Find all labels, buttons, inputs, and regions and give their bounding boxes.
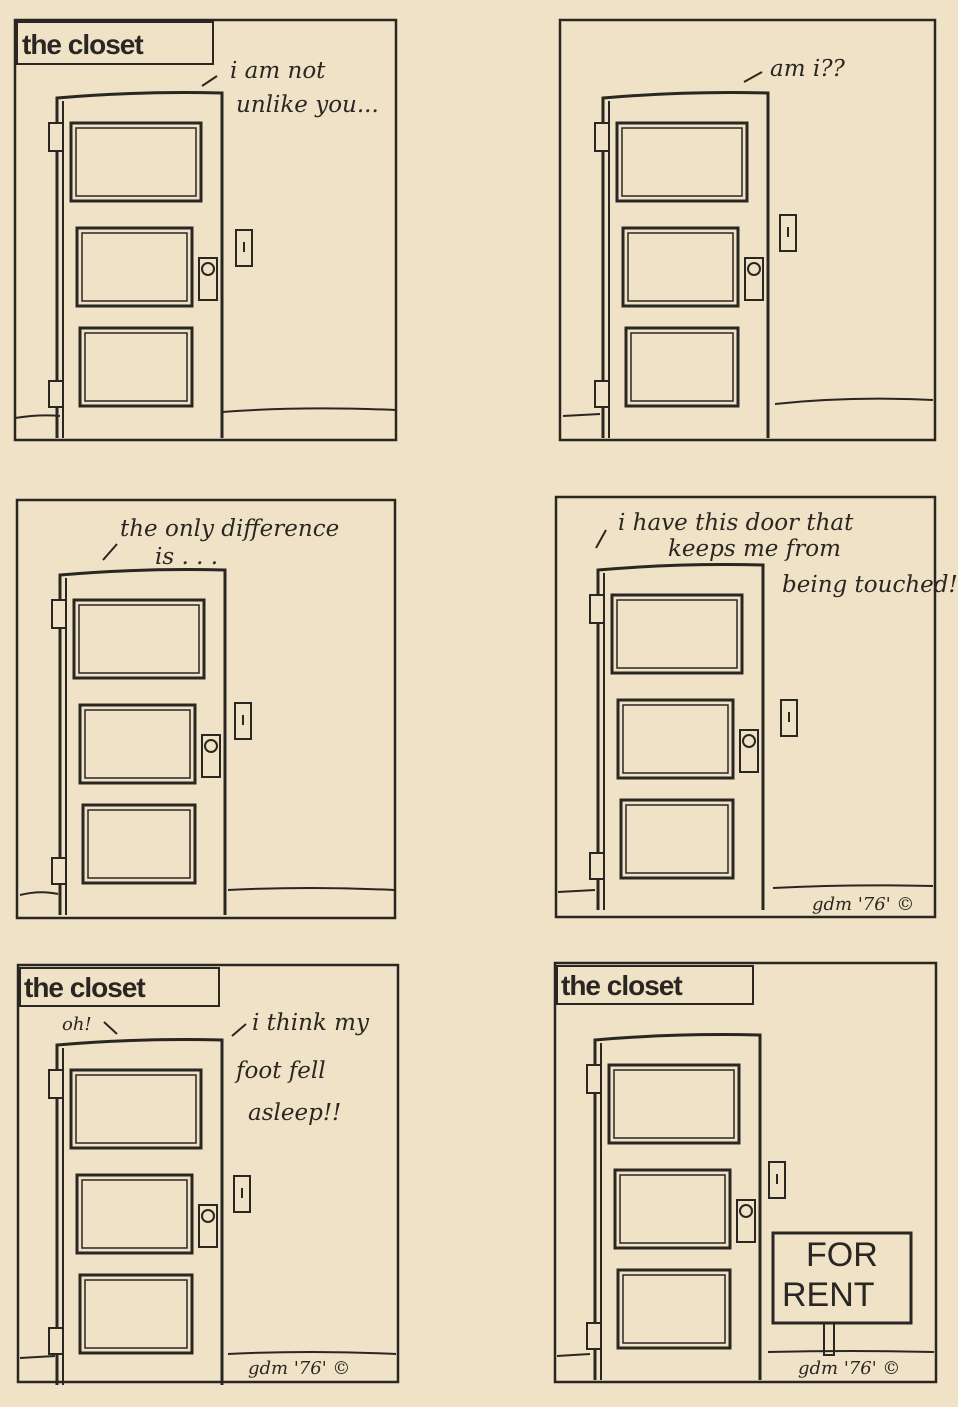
- panel-4-speech-line-2: keeps me from: [668, 536, 841, 562]
- panel-2: am i??: [558, 18, 937, 442]
- panel-1-speech-line-2: unlike you...: [236, 92, 379, 118]
- panel-6: the closet FOR RENT gdm '76' ©: [553, 961, 938, 1384]
- panel-5-title: the closet: [24, 972, 145, 1003]
- panel-1: the closet i am not unlike you...: [13, 18, 398, 442]
- panel-5-speech-line-1: i think my: [252, 1010, 370, 1036]
- panel-6-signature: gdm '76' ©: [798, 1358, 900, 1379]
- panel-3-speech-line-2: is . . .: [155, 544, 218, 570]
- panel-1-title: the closet: [22, 29, 143, 60]
- panel-5-oh-text: oh!: [62, 1014, 92, 1035]
- panel-4-signature: gdm '76' ©: [812, 894, 914, 915]
- for-rent-sign: FOR RENT: [771, 1231, 913, 1356]
- panel-5-speech-line-2: foot fell: [234, 1058, 326, 1084]
- panel-6-title: the closet: [561, 970, 682, 1001]
- panel-5-speech-line-3: asleep!!: [248, 1100, 341, 1126]
- panel-4-speech-line-3: being touched!: [782, 572, 958, 598]
- panel-3: the only difference is . . .: [15, 498, 397, 920]
- panel-3-speech-line-1: the only difference: [120, 516, 339, 542]
- sign-line-2: RENT: [782, 1276, 875, 1314]
- sign-line-1: FOR: [806, 1236, 878, 1274]
- panel-5: the closet oh! i think my foot fell asle…: [16, 963, 400, 1387]
- panel-5-signature: gdm '76' ©: [248, 1358, 350, 1379]
- panel-4-speech-line-1: i have this door that: [618, 510, 854, 536]
- panel-1-speech-line-1: i am not: [230, 58, 326, 84]
- panel-2-speech-line-1: am i??: [770, 56, 846, 82]
- panel-4: i have this door that keeps me from bein…: [554, 495, 958, 919]
